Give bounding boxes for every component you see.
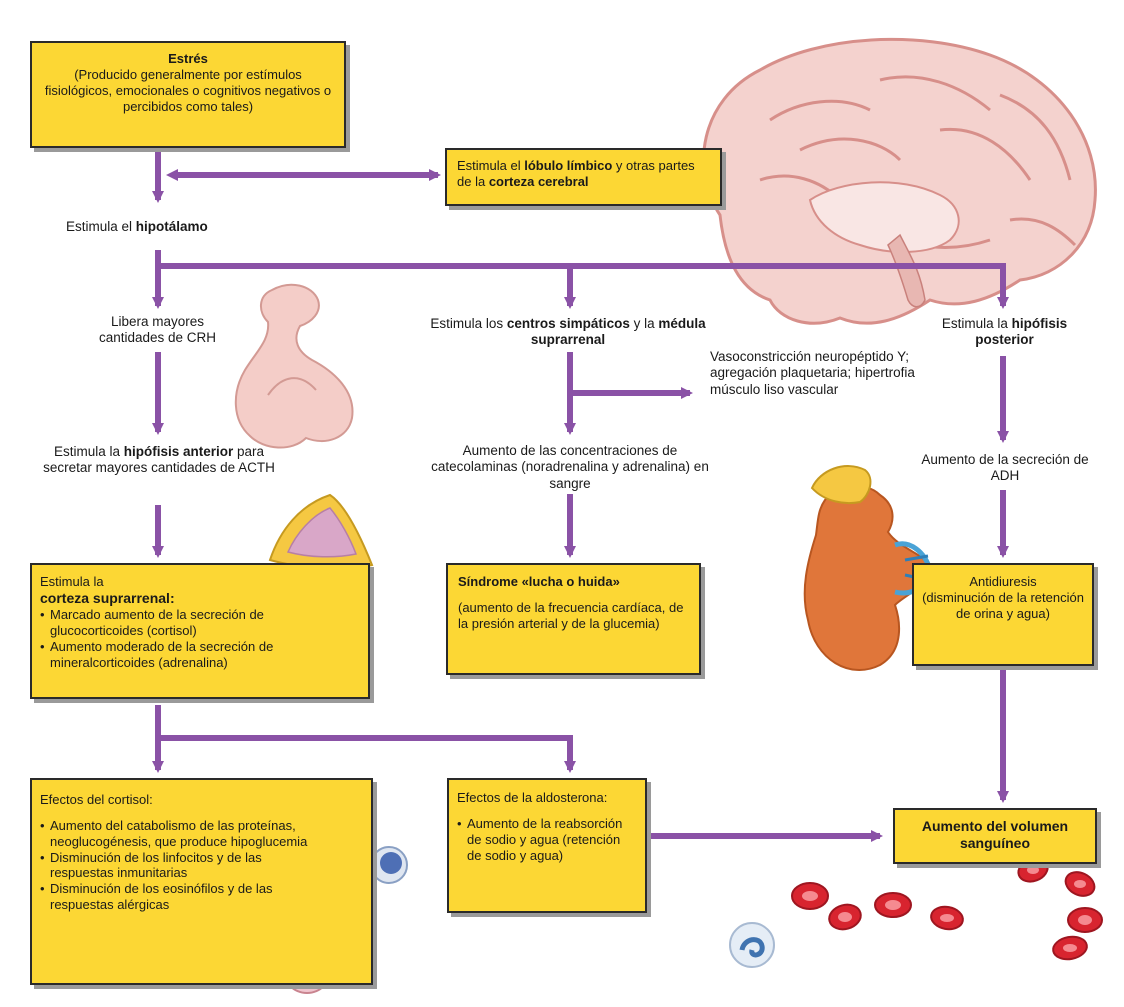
aldosterona-item: Aumento de la reabsorción de sodio y agu… xyxy=(457,816,637,864)
limbico-bold: lóbulo límbico xyxy=(524,158,612,173)
corteza-item: Marcado aumento de la secreción de gluco… xyxy=(40,607,360,639)
antidiuresis-title: Antidiuresis xyxy=(922,574,1084,590)
label-hipofisis-posterior: Estimula la hipófisis posterior xyxy=(912,316,1097,349)
aldosterona-list: Aumento de la reabsorción de sodio y agu… xyxy=(457,816,637,864)
box-estres: Estrés (Producido generalmente por estím… xyxy=(30,41,346,148)
box-antidiuresis: Antidiuresis (disminución de la retenció… xyxy=(912,563,1094,666)
label-crh: Libera mayores cantidades de CRH xyxy=(80,314,235,347)
simpaticos-bold: centros simpáticos xyxy=(507,316,630,331)
corteza-intro: Estimula la xyxy=(40,574,360,590)
label-vasoconstriccion: Vasoconstricción neuropéptido Y; agregac… xyxy=(710,349,915,398)
cortisol-item: Disminución de los linfocitos y de las r… xyxy=(40,850,325,882)
estres-title: Estrés xyxy=(42,51,334,67)
sindrome-text: (aumento de la frecuencia cardíaca, de l… xyxy=(458,600,689,632)
label-catecolaminas: Aumento de las concentraciones de cateco… xyxy=(426,443,714,492)
box-efectos-aldosterona: Efectos de la aldosterona: Aumento de la… xyxy=(447,778,647,913)
label-adh: Aumento de la secreción de ADH xyxy=(915,452,1095,485)
box-sindrome: Síndrome «lucha o huida» (aumento de la … xyxy=(446,563,701,675)
label-hipotalamo: Estimula el hipotálamo xyxy=(66,219,286,235)
hipotalamo-text: Estimula el xyxy=(66,219,136,234)
box-corteza-suprarrenal: Estimula la corteza suprarrenal: Marcado… xyxy=(30,563,370,699)
sindrome-title: Síndrome «lucha o huida» xyxy=(458,574,689,590)
volumen-text: Aumento del volumen sanguíneo xyxy=(905,818,1085,852)
corteza-cerebral-bold: corteza cerebral xyxy=(489,174,589,189)
cortisol-list: Aumento del catabolismo de las proteínas… xyxy=(40,818,325,913)
estres-text: (Producido generalmente por estímulos fi… xyxy=(42,67,334,115)
corteza-title: corteza suprarrenal: xyxy=(40,590,360,607)
cortisol-item: Aumento del catabolismo de las proteínas… xyxy=(40,818,325,850)
hipofisis-posterior-text: Estimula la xyxy=(942,316,1012,331)
label-hipofisis-anterior: Estimula la hipófisis anterior para secr… xyxy=(30,444,288,477)
hipotalamo-bold: hipotálamo xyxy=(136,219,208,234)
hipofisis-anterior-text: Estimula la xyxy=(54,444,124,459)
corteza-list: Marcado aumento de la secreción de gluco… xyxy=(40,607,360,670)
antidiuresis-text: (disminución de la retención de orina y … xyxy=(922,590,1084,622)
hipofisis-anterior-bold: hipófisis anterior xyxy=(124,444,234,459)
simpaticos-text: Estimula los xyxy=(430,316,507,331)
box-lobulo-limbico: Estimula el lóbulo límbico y otras parte… xyxy=(445,148,722,206)
label-simpaticos: Estimula los centros simpáticos y la méd… xyxy=(428,316,708,349)
limbico-text: Estimula el xyxy=(457,158,524,173)
corteza-item: Aumento moderado de la secreción de mine… xyxy=(40,639,360,671)
cortisol-title: Efectos del cortisol: xyxy=(40,792,363,808)
simpaticos-text-2: y la xyxy=(630,316,659,331)
box-efectos-cortisol: Efectos del cortisol: Aumento del catabo… xyxy=(30,778,373,985)
box-volumen-sanguineo: Aumento del volumen sanguíneo xyxy=(893,808,1097,864)
aldosterona-title: Efectos de la aldosterona: xyxy=(457,790,637,806)
cortisol-item: Disminución de los eosinófilos y de las … xyxy=(40,881,325,913)
